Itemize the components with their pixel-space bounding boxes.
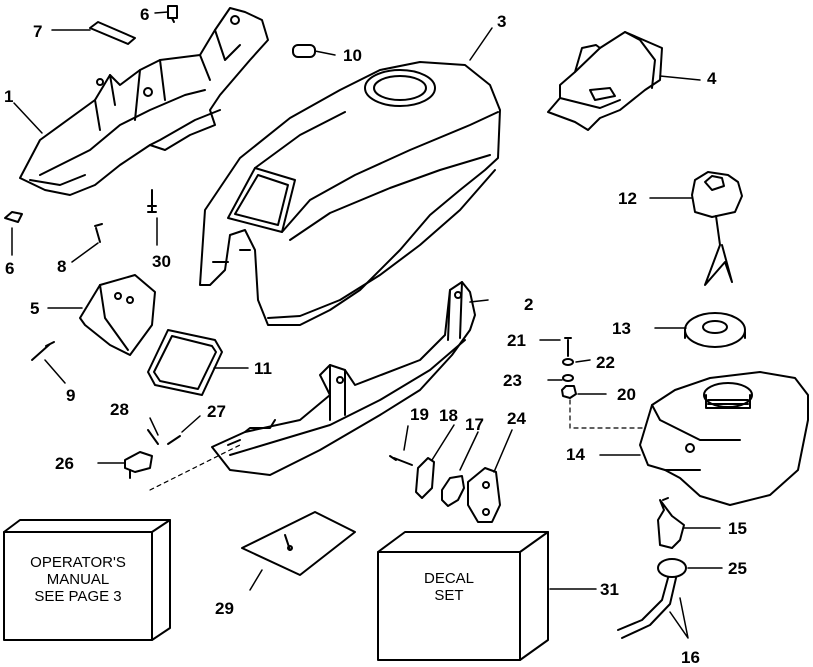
decal-box: [377, 531, 549, 661]
part-24-bracket: [467, 467, 501, 523]
callout-19: 19: [410, 405, 429, 424]
part-16-hose: [617, 577, 677, 639]
part-4-bracket: [547, 31, 663, 131]
part-21-screw: [564, 337, 572, 357]
part-6-screw-top: [167, 5, 178, 23]
part-17-bracket: [441, 475, 465, 507]
callout-29: 29: [215, 599, 234, 618]
callout-17: 17: [465, 415, 484, 434]
callout-26: 26: [55, 454, 74, 473]
callout-6: 6: [140, 5, 150, 24]
part-6-screw-left: [4, 211, 23, 223]
part-8-screw: [94, 223, 103, 243]
leader-lines: [11, 11, 723, 639]
callout-7: 7: [33, 22, 43, 41]
callout-30: 30: [152, 252, 171, 271]
part-22-washer: [562, 358, 574, 366]
callout-9: 9: [66, 386, 76, 405]
part-30-screw: [147, 189, 157, 213]
decal-set-label: DECAL SET: [378, 570, 520, 604]
part-20-nut: [561, 385, 577, 399]
part-7-plate: [89, 21, 136, 45]
callout-14: 14: [566, 445, 585, 464]
callout-16: 16: [681, 648, 700, 667]
part-15-fitting: [657, 497, 685, 549]
callout-31: 31: [600, 580, 619, 599]
callout-5: 5: [30, 299, 40, 318]
part-2-bracket: [211, 281, 476, 476]
callout-15: 15: [728, 519, 747, 538]
callout-12: 12: [618, 189, 637, 208]
callout-4: 4: [707, 69, 717, 88]
part-19-screw: [389, 455, 413, 466]
callout-22: 22: [596, 353, 615, 372]
callout-6-left: 6: [5, 259, 15, 278]
part-1-bracket: [19, 7, 269, 196]
decal-set-line2: SET: [434, 587, 464, 604]
callout-11: 11: [254, 359, 272, 378]
callout-13: 13: [612, 319, 631, 338]
callout-20: 20: [617, 385, 636, 404]
part-11-gasket: [147, 329, 223, 396]
decal-set-line1: DECAL: [423, 570, 475, 587]
part-23-washer: [562, 374, 574, 382]
operator-manual-label: OPERATOR'S MANUAL SEE PAGE 3: [4, 554, 152, 605]
part-28-pin: [147, 429, 159, 445]
part-27-spring: [167, 435, 181, 445]
callout-8: 8: [57, 257, 67, 276]
callout-23: 23: [503, 371, 522, 390]
callout-2: 2: [524, 295, 534, 314]
part-3-cowl: [199, 61, 501, 326]
callout-1: 1: [4, 87, 14, 106]
part-26-clip: [124, 451, 153, 479]
operator-manual-line3: SEE PAGE 3: [34, 588, 122, 605]
part-10-pin: [292, 44, 316, 58]
part-14-fuel-tank: [639, 371, 809, 506]
operator-manual-line2: MANUAL: [46, 571, 110, 588]
part-12-fuel-cap: [691, 171, 743, 286]
callout-18: 18: [439, 406, 458, 425]
callout-3: 3: [497, 12, 507, 31]
part-25-clamp: [657, 558, 687, 578]
part-9-screw: [31, 341, 55, 361]
callout-25: 25: [728, 559, 747, 578]
callout-27: 27: [207, 402, 226, 421]
part-5-bracket: [79, 274, 156, 356]
part-29-card: [241, 511, 356, 576]
callout-21: 21: [507, 331, 526, 350]
operator-manual-line1: OPERATOR'S: [30, 554, 126, 571]
part-13-washer: [684, 312, 746, 348]
operator-manual-box: [3, 519, 171, 641]
part-18-bracket: [415, 457, 435, 499]
dashed-leader: [149, 444, 241, 491]
dashed-20-14: [569, 399, 646, 429]
callout-10: 10: [343, 46, 362, 65]
callout-28: 28: [110, 400, 129, 419]
callout-24: 24: [507, 409, 526, 428]
